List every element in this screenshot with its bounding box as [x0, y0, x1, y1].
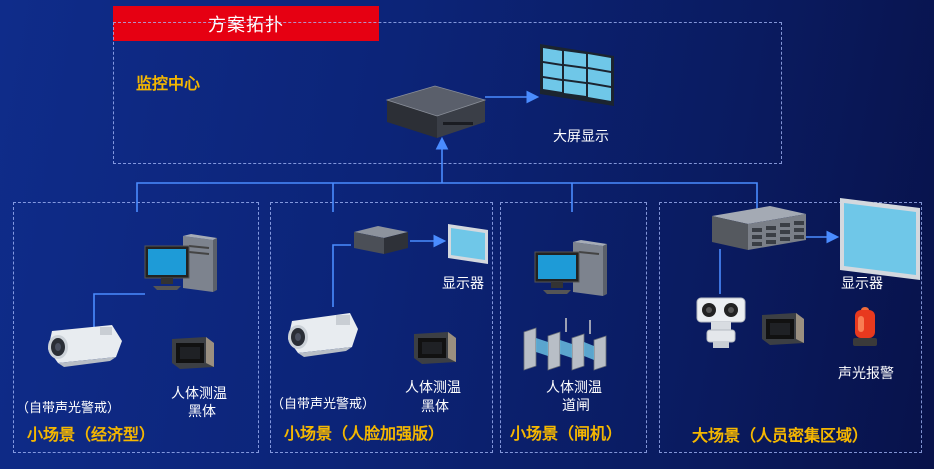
pc-to-camera	[93, 293, 145, 327]
gate-label-2: 道闸	[562, 398, 590, 414]
face-zone-box	[270, 202, 493, 453]
screen-wall-icon	[540, 44, 614, 106]
face-zone-title: 小场景（人脸加强版）	[284, 424, 445, 443]
blackbody-icon	[172, 337, 214, 369]
turnstile-gate-icon	[523, 318, 607, 371]
screen-wall-label: 大屏显示	[553, 129, 609, 145]
face-display-label: 显示器	[442, 276, 484, 292]
storage-server-icon	[712, 206, 806, 250]
large-blackbody-icon	[762, 313, 804, 345]
economy-camera-label: （自带声光警戒）	[16, 401, 121, 416]
bus-line	[136, 182, 758, 212]
economy-blackbody-label-2: 黑体	[188, 404, 216, 420]
page-title-banner: 方案拓扑	[113, 6, 379, 41]
recorder-icon	[354, 226, 408, 254]
alarm-label: 声光报警	[838, 366, 894, 382]
large-zone-box	[659, 202, 922, 453]
economy-zone-box	[13, 202, 259, 453]
gate-zone-title: 小场景（闸机）	[510, 424, 623, 443]
economy-blackbody-label-1: 人体测温	[171, 386, 227, 402]
face-blackbody-label-2: 黑体	[421, 399, 449, 415]
face-blackbody-icon	[414, 332, 456, 364]
large-display-icon	[840, 198, 920, 280]
gate-pc-icon	[534, 240, 607, 296]
alarm-light-icon	[853, 307, 877, 346]
nvr-device-icon	[385, 85, 487, 138]
ptz-thermal-camera-icon	[696, 297, 746, 348]
camera-to-recorder	[332, 244, 351, 307]
face-camera-label: （自带声光警戒）	[271, 397, 376, 412]
economy-zone-title: 小场景（经济型）	[27, 425, 156, 444]
gate-zone-box	[500, 202, 647, 453]
gate-label-1: 人体测温	[546, 380, 602, 396]
monitoring-center-title: 监控中心	[136, 74, 201, 93]
face-blackbody-label-1: 人体测温	[405, 380, 461, 396]
pc-icon	[144, 234, 217, 292]
face-camera-icon	[288, 313, 358, 357]
face-display-icon	[448, 224, 488, 264]
large-display-label: 显示器	[841, 276, 883, 292]
large-zone-title: 大场景（人员密集区域）	[692, 426, 869, 445]
bullet-camera-icon	[48, 325, 122, 367]
monitoring-center-box	[113, 22, 782, 164]
